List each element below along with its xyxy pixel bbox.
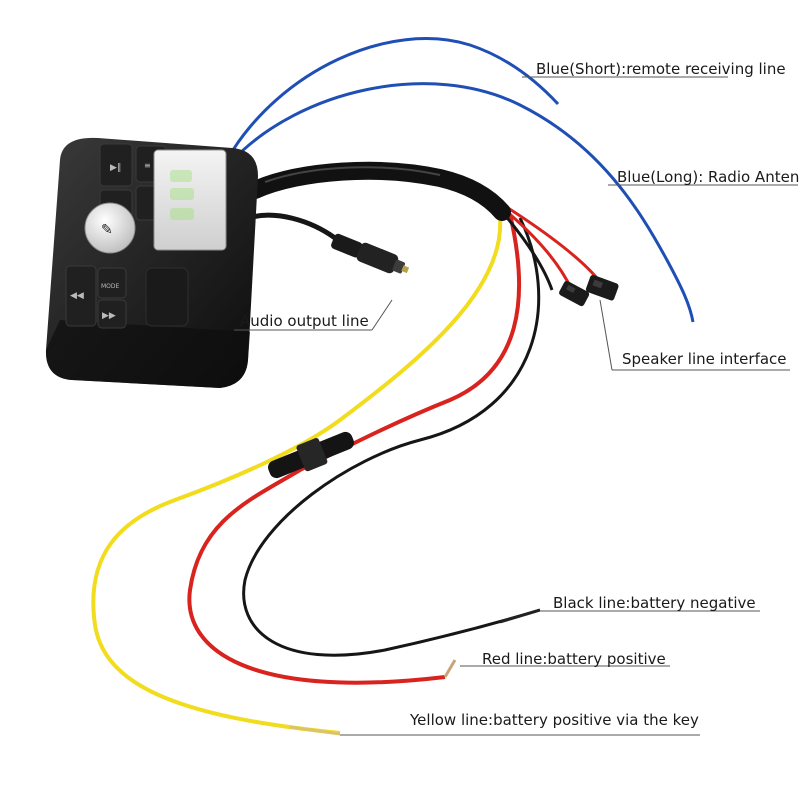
play-pause-button[interactable] [99,143,133,187]
blue-short-wire [226,37,560,159]
lcd-display [153,149,227,251]
volume-knob[interactable] [84,202,136,254]
label-black: Black line:battery negative [553,594,756,612]
leader-audio-diag [371,299,393,331]
next-button[interactable] [97,299,127,329]
speaker-connector-a [559,280,590,307]
blue-long-wire [231,82,695,323]
audio-output-cable [247,212,337,241]
next-icon: ▶▶ [102,311,116,321]
audio-output-plug [331,233,410,274]
prev-button[interactable] [65,265,97,327]
label-blue-long: Blue(Long): Radio Antenna [617,168,800,186]
label-speaker: Speaker line interface [622,350,787,368]
control-unit: ▶‖ ≡ ✎ ◀◀ MODE ▶▶ [45,137,258,388]
label-blue-short: Blue(Short):remote receiving line [536,60,786,78]
prev-icon: ◀◀ [70,291,84,301]
label-yellow: Yellow line:battery positive via the key [410,711,699,729]
speaker-grill [145,267,189,327]
red-wire [187,213,522,685]
play-pause-icon: ▶‖ [110,163,121,173]
yellow-wire [91,217,503,735]
leader-speaker [599,299,613,371]
main-harness-cable [246,161,511,221]
label-red: Red line:battery positive [482,650,666,668]
speaker-connector-b [585,275,619,301]
knob-icon: ✎ [101,222,113,238]
mode-icon: MODE [101,283,120,290]
black-wire-tip [499,608,541,624]
menu-icon: ≡ [144,161,151,170]
label-audio-output: Audio output line [240,312,369,330]
mode-button[interactable] [97,267,127,299]
yellow-wire-tip [289,725,341,736]
black-wire [242,217,541,657]
red-wire-tip [443,659,457,678]
